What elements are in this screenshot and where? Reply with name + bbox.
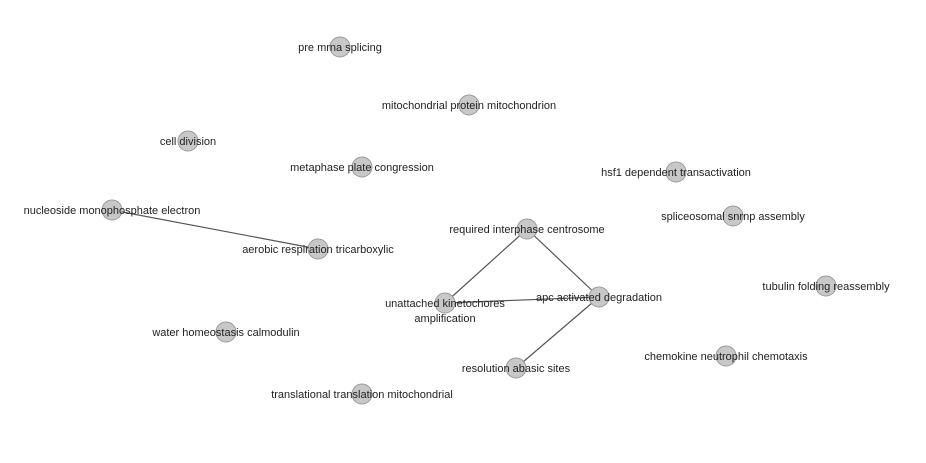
graph-node[interactable]: water homeostasis calmodulin	[151, 321, 300, 343]
node-label: metaphase plate congression	[290, 162, 434, 174]
graph-node[interactable]: unattached kinetochores amplification	[385, 292, 505, 325]
graph-node[interactable]: resolution abasic sites	[462, 357, 571, 379]
node-label: cell division	[160, 136, 216, 148]
graph-node[interactable]: translational translation mitochondrial	[271, 383, 453, 405]
edge-n11-n15	[515, 296, 600, 369]
graph-node[interactable]: nucleoside monophosphate electron	[24, 199, 201, 221]
node-circle[interactable]	[516, 218, 538, 240]
node-circle[interactable]	[101, 199, 123, 221]
node-circle[interactable]	[722, 205, 744, 227]
graph-node[interactable]: pre mrna splicing	[298, 36, 382, 58]
node-circle[interactable]	[434, 292, 456, 314]
node-label: apc activated degradation	[536, 292, 662, 304]
graph-node[interactable]: spliceosomal snrnp assembly	[661, 205, 805, 227]
node-label: water homeostasis calmodulin	[151, 327, 299, 339]
node-label: unattached kinetochores	[385, 298, 505, 310]
graph-node[interactable]: tubulin folding reassembly	[762, 275, 890, 297]
node-circle[interactable]	[215, 321, 237, 343]
graph-node[interactable]: metaphase plate congression	[290, 156, 434, 178]
edge-n6-n9	[111, 209, 319, 250]
graph-node[interactable]: required interphase centrosome	[449, 218, 605, 240]
node-label: resolution abasic sites	[462, 363, 571, 375]
edge-n8-n12	[444, 228, 528, 304]
node-label: pre mrna splicing	[298, 42, 382, 54]
node-circle[interactable]	[307, 238, 329, 260]
edge-layer	[111, 209, 600, 369]
node-circle[interactable]	[177, 130, 199, 152]
node-label: required interphase centrosome	[449, 224, 604, 236]
node-layer: pre mrna splicing mitochondrial protein m…	[24, 36, 890, 405]
node-label: spliceosomal snrnp assembly	[661, 211, 805, 223]
node-label: aerobic respiration tricarboxylic	[242, 244, 394, 256]
graph-node[interactable]: mitochondrial protein mitochondrion	[382, 94, 556, 116]
node-circle[interactable]	[329, 36, 351, 58]
node-circle[interactable]	[351, 383, 373, 405]
edge-n12-n11	[444, 296, 600, 304]
graph-node[interactable]: aerobic respiration tricarboxylic	[242, 238, 394, 260]
graph-node[interactable]: hsf1 dependent transactivation	[601, 161, 751, 183]
node-circle[interactable]	[588, 286, 610, 308]
node-label: mitochondrial protein mitochondrion	[382, 100, 556, 112]
node-label: hsf1 dependent transactivation	[601, 167, 751, 179]
graph-node[interactable]: apc activated degradation	[536, 286, 662, 308]
node-label: tubulin folding reassembly	[762, 281, 890, 293]
node-circle[interactable]	[665, 161, 687, 183]
node-circle[interactable]	[351, 156, 373, 178]
graph-node[interactable]: cell division	[160, 130, 216, 152]
node-label: chemokine neutrophil chemotaxis	[644, 351, 808, 363]
node-label: translational translation mitochondrial	[271, 389, 453, 401]
graph-node[interactable]: chemokine neutrophil chemotaxis	[644, 345, 808, 367]
node-label: amplification	[414, 313, 475, 325]
edge-n8-n11	[526, 228, 600, 298]
node-circle[interactable]	[505, 357, 527, 379]
node-circle[interactable]	[815, 275, 837, 297]
node-label: nucleoside monophosphate electron	[24, 205, 201, 217]
node-circle[interactable]	[458, 94, 480, 116]
node-circle[interactable]	[715, 345, 737, 367]
